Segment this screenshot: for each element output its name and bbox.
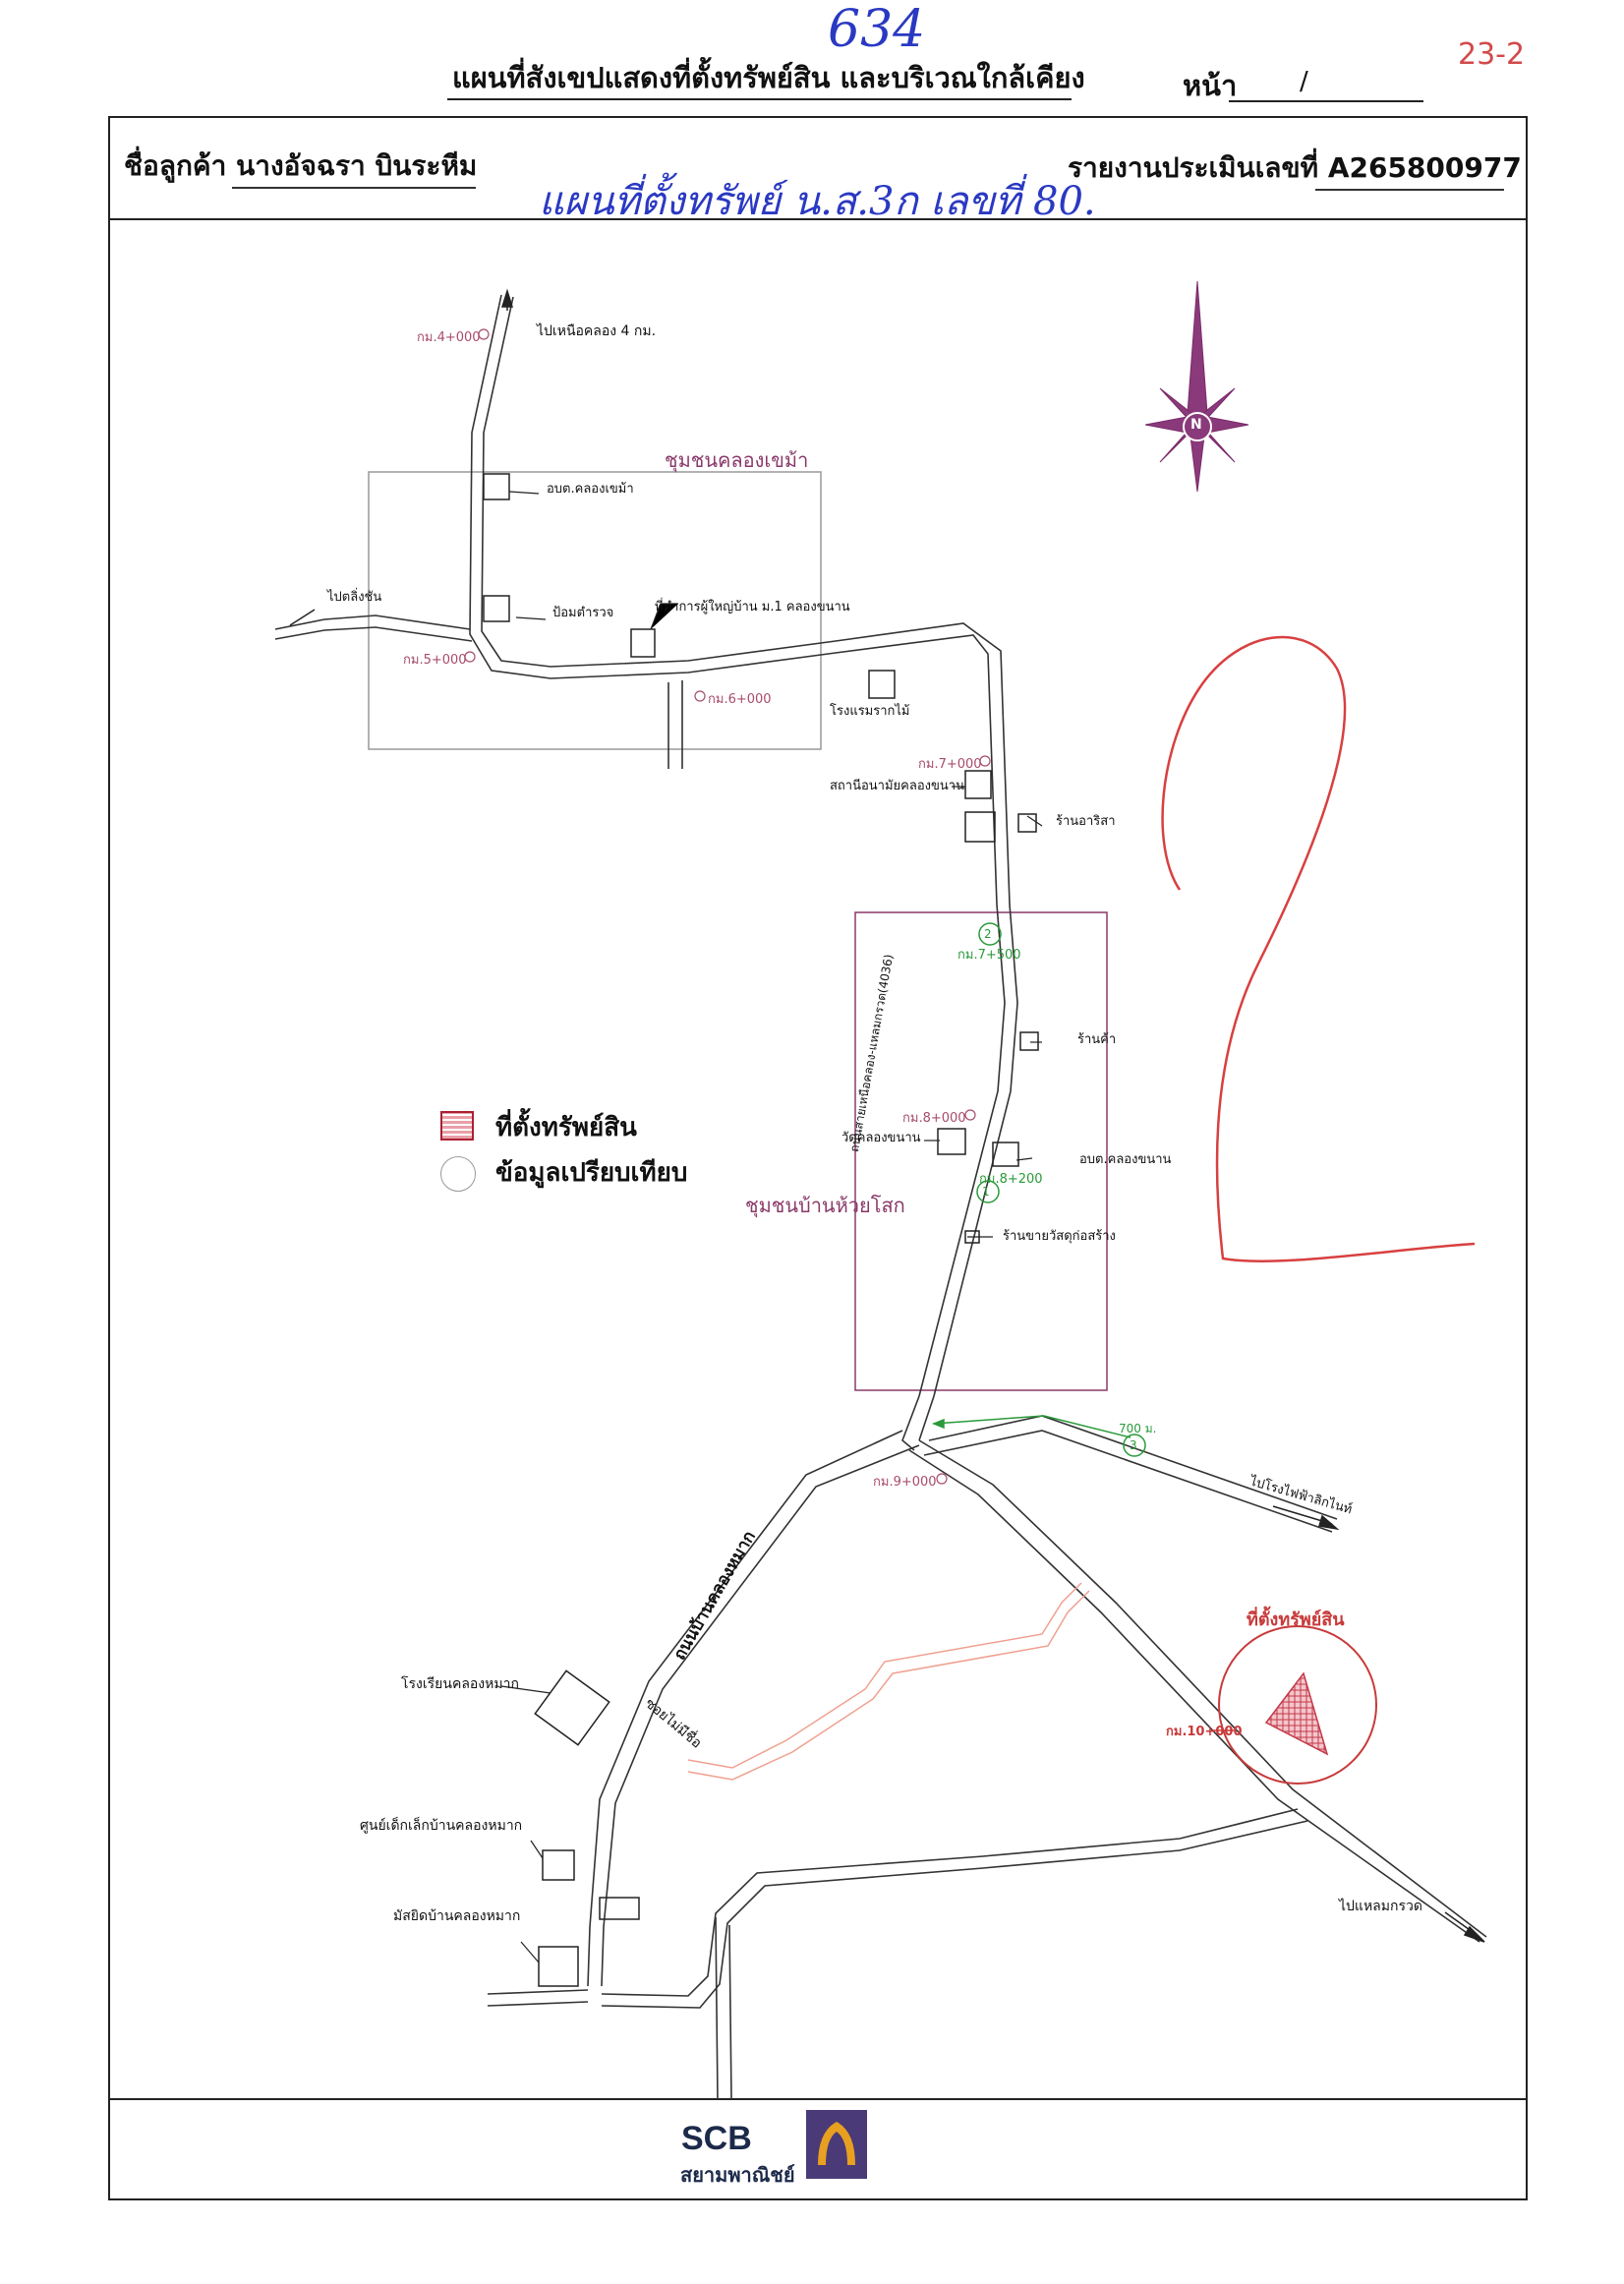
page-title: แผนที่สังเขปแสดงที่ตั้งทรัพย์สิน และบริเ… [452,61,1085,94]
comparable-markers [931,922,1146,1457]
page-label: หน้า [1183,69,1238,102]
km7-5-label: กม.7+500 [957,948,1021,963]
police-box-label: ป้อมตำรวจ [552,606,614,620]
legend-comparable-label: ข้อมูลเปรียบเทียบ [495,1158,688,1188]
footer-divider [108,2098,1528,2100]
map-frame [108,116,1528,2200]
km8-label: กม.8+000 [902,1111,966,1126]
report-label: รายงานประเมินเลขที่ [1068,151,1319,184]
dist-700-label: 700 ม. [1119,1422,1157,1435]
property-marker [1212,1625,1377,1785]
km9-label: กม.9+000 [873,1475,937,1490]
compass-icon [1144,280,1249,493]
customer-underline [232,187,476,189]
bank-logo-icon [806,2110,867,2179]
unnamed-soi [687,1582,1082,1769]
leader-lines [500,491,1043,1963]
school-label: โรงเรียนคลองหมาก [401,1676,519,1692]
report-underline [1315,189,1504,191]
community-boundary-north [368,471,822,750]
legend-comparable-swatch [440,1156,476,1192]
bank-logo-text: SCB [681,2120,752,2157]
hardware-shop-label: ร้านขายวัสดุก่อสร้าง [1003,1229,1116,1244]
marker-3: 3 [1130,1438,1137,1452]
tambon-office-khanan-label: อบต.คลองขนาน [1079,1152,1172,1167]
community-north-label: ชุมชนคลองเขม้า [665,448,809,472]
property-location-label: ที่ตั้งทรัพย์สิน [1247,1610,1345,1630]
km8-2-label: กม.8+200 [979,1172,1043,1187]
page-slash: / [1300,67,1308,96]
community-huaisok-label: ชุมชนบ้านห้วยโสก [745,1194,905,1217]
headman-office-label: ที่ทำการผู้ใหญ่บ้าน ม.1 คลองขนาน [655,600,850,615]
shop-label: ร้านค้า [1077,1032,1117,1047]
customer-info: ชื่อลูกค้า นางอัจฉรา บินระหีม [124,145,477,188]
marker-2: 2 [984,927,992,941]
arrows [289,288,1485,1943]
roads [274,294,1487,2100]
mosque-label: มัสยิดบ้านคลองหมาก [393,1908,521,1924]
legend-property-swatch [440,1111,474,1141]
customer-name: นางอัจฉรา บินระหีม [236,149,478,182]
legend-property-label: ที่ตั้งทรัพย์สิน [495,1113,637,1142]
handwritten-two [1161,635,1476,1262]
report-info: รายงานประเมินเลขที่ A265800977 [1068,146,1522,190]
page-underline [1229,100,1423,102]
shop-arisa-label: ร้านอาริสา [1056,814,1116,829]
handwritten-number: 634 [828,0,926,59]
north-label: N [1190,417,1202,433]
km10-label: กม.10+000 [1166,1725,1243,1739]
temple-label: วัดคลองขนาน [841,1131,921,1145]
km6-label: กม.6+000 [708,692,772,707]
tambon-office-north-label: อบต.คลองเขม้า [547,482,634,497]
km7-label: กม.7+000 [918,757,982,772]
customer-label: ชื่อลูกค้า [124,149,227,182]
km-markers [464,328,991,1485]
to-laem-kruat-label: ไปแหลมกรวด [1339,1899,1422,1914]
health-station-label: สถานีอนามัยคลองขนาน [830,779,964,793]
label-north-canal: ไปเหนือคลอง 4 กม. [537,323,657,339]
bank-logo-thai: สยามพาณิชย์ [680,2163,795,2187]
title-underline [447,98,1072,100]
page-number: 23-2 [1458,37,1526,72]
handwritten-note: แผนที่ตั้งทรัพย์ น.ส.3ก เลขที่ 80. [539,179,1096,224]
km4-label: กม.4+000 [417,330,481,345]
hotel-label: โรงแรมรากไม้ [830,704,910,719]
childcare-label: ศูนย์เด็กเล็กบ้านคลองหมาก [360,1818,523,1834]
marker-1: 1 [982,1185,990,1199]
report-number: A265800977 [1327,151,1522,184]
buildings [483,473,1039,1987]
community-boundary-huaisok [854,911,1108,1391]
to-lingchan-label: ไปตลิ่งชัน [327,590,382,605]
header-divider [108,218,1528,220]
km5-label: กม.5+000 [403,653,467,668]
